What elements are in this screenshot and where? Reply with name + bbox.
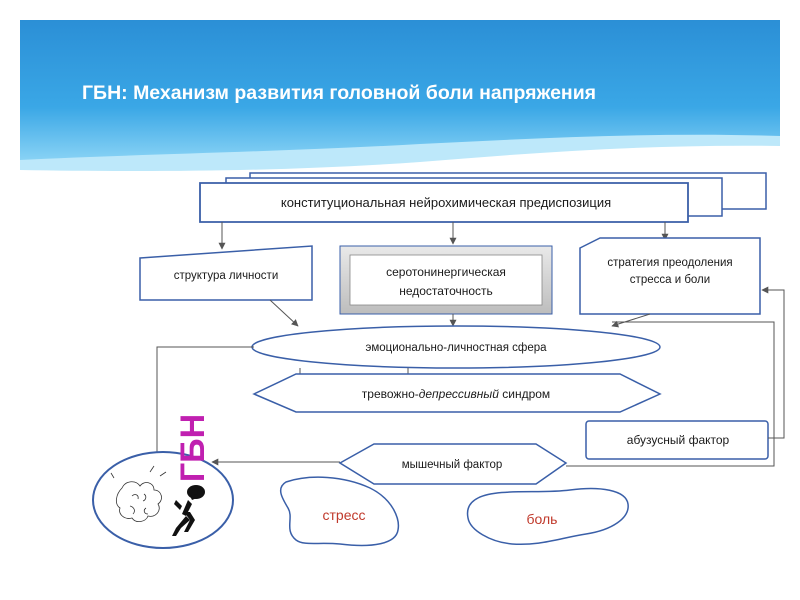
strategy-text-line1: стратегия преодоления: [607, 257, 732, 269]
gbn-label: ГБН: [174, 414, 212, 482]
serotonin-box: [349, 254, 543, 306]
predisposition-box: [199, 182, 689, 223]
header-background: [20, 20, 780, 172]
sphere-connectors: [269, 299, 651, 328]
strategy-node: стратегия преодоления стресса и боли: [579, 237, 761, 315]
abuse-to-strategy-arrow: [761, 286, 785, 439]
abuse-text: абузусный фактор: [627, 433, 730, 447]
gbn-node: ГБН: [92, 414, 234, 549]
anxiety-italic: депрессивный: [419, 387, 499, 401]
muscle-to-strategy-line: [566, 321, 775, 467]
feedback-lines: [566, 286, 785, 467]
pain-cloud: [466, 487, 629, 546]
stress-text: стресс: [323, 507, 366, 523]
serotonin-text-line2: недостаточность: [399, 284, 493, 298]
serotonin-node: серотонинергическая недостаточность: [339, 245, 553, 315]
emotional-node: эмоционально-личностная сфера: [251, 325, 661, 369]
top-connectors: [218, 222, 669, 250]
gbn-ellipse: [92, 451, 234, 549]
personality-box: [139, 245, 313, 301]
anxiety-suffix: синдром: [499, 387, 550, 401]
sphere-to-gbn-arrow: [153, 346, 254, 463]
headache-figure-icon: [172, 485, 205, 536]
predisposition-stack: конституциональная нейрохимическая преди…: [199, 172, 767, 223]
anxiety-node: тревожно-депрессивный синдром: [252, 373, 662, 413]
anxiety-hexagon: [252, 373, 662, 413]
muscle-text: мышечный фактор: [402, 459, 503, 471]
strategy-text-line2: стресса и боли: [630, 274, 710, 286]
anxiety-text: тревожно-депрессивный синдром: [362, 387, 550, 401]
abuse-node: абузусный фактор: [585, 420, 769, 460]
pain-text: боль: [527, 511, 558, 527]
muscle-hexagon: [338, 443, 568, 485]
pain-node: боль: [466, 487, 629, 546]
emotional-text: эмоционально-личностная сфера: [365, 342, 547, 354]
arrow-strategy-to-sphere: [611, 313, 651, 328]
stress-cloud: [279, 476, 400, 547]
arrow-personality-to-sphere: [269, 299, 299, 327]
strategy-box: [579, 237, 761, 315]
anxiety-prefix: тревожно-: [362, 387, 419, 401]
predisposition-text: конституциональная нейрохимическая преди…: [281, 195, 611, 210]
stress-node: стресс: [279, 476, 400, 547]
left-feedback: [153, 346, 340, 466]
personality-text: структура личности: [174, 270, 279, 282]
slide-title: ГБН: Механизм развития головной боли нап…: [82, 82, 597, 104]
personality-node: структура личности: [139, 245, 313, 301]
muscle-node: мышечный фактор: [338, 443, 568, 485]
abuse-box: [585, 420, 769, 460]
serotonin-text-line1: серотонинергическая: [386, 265, 506, 279]
brain-cloud-icon: [110, 465, 167, 522]
